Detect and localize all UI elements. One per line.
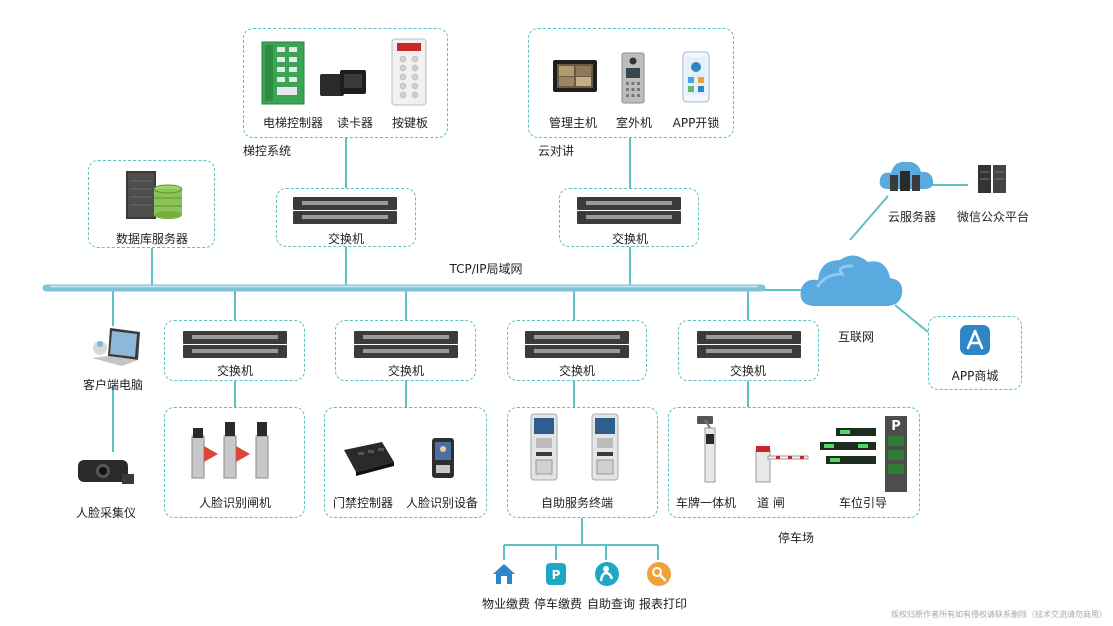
cloud-server-icon (879, 161, 934, 191)
parking-guide-sign-icon (820, 428, 876, 464)
card-reader-icon (320, 70, 366, 96)
client-pc-label: 客户端电脑 (82, 378, 144, 392)
report-print-label: 报表打印 (638, 597, 688, 611)
report-print-icon (647, 562, 671, 586)
self-service-kiosk-icon (591, 413, 619, 481)
plate-camera-icon (697, 416, 716, 483)
laptop-icon (92, 328, 140, 366)
app-store-label: APP商城 (951, 369, 999, 383)
face-gate-label: 人脸识别闸机 (198, 496, 272, 510)
outdoor-unit-icon (621, 52, 645, 104)
internet-label: 互联网 (837, 330, 875, 344)
switch-label: 交换机 (558, 364, 596, 378)
parking-fee-label: 停车缴费 (533, 597, 583, 611)
face-recognition-device-icon (432, 438, 454, 478)
property-fee-label: 物业缴费 (481, 597, 531, 611)
parking-p-sign-icon: P (885, 416, 907, 492)
barrier-label: 道 闸 (757, 496, 785, 510)
parking-lot-title: 停车场 (777, 531, 815, 545)
phone-app-icon (682, 51, 710, 103)
network-switch-icon (293, 197, 397, 224)
network-switch-icon (354, 331, 458, 358)
elevator-system-title: 梯控系统 (243, 144, 292, 158)
face-gate-turnstile-icon (191, 422, 269, 479)
network-switch-icon (577, 197, 681, 224)
svg-text:P: P (552, 568, 561, 582)
card-reader-label: 读卡器 (336, 116, 374, 130)
keypad-icon (391, 38, 427, 106)
network-switch-icon (183, 331, 287, 358)
plate-camera-label: 车牌一体机 (675, 496, 737, 510)
wechat-platform-label: 微信公众平台 (956, 210, 1030, 224)
outdoor-unit-label: 室外机 (615, 116, 653, 130)
elevator-controller-label: 电梯控制器 (262, 116, 324, 130)
self-service-kiosk-icon (530, 413, 558, 481)
self-query-icon (595, 562, 619, 586)
face-capture-camera-icon (78, 460, 134, 484)
property-fee-icon (493, 564, 515, 584)
switch-label: 交换机 (387, 364, 425, 378)
management-host-label: 管理主机 (548, 116, 598, 130)
self-query-label: 自助查询 (586, 597, 636, 611)
switch-label: 交换机 (611, 232, 649, 246)
switch-label: 交换机 (327, 232, 365, 246)
elevator-controller-board-icon (261, 41, 305, 105)
barrier-gate-icon (755, 446, 809, 483)
parking-fee-icon: P (546, 563, 566, 585)
watermark-text: 版权归原作者所有如有侵权请联系删除（技术交流请勿商用） (891, 610, 1107, 619)
database-server-icon (126, 171, 183, 219)
db-server-label: 数据库服务器 (115, 232, 189, 246)
app-unlock-label: APP开锁 (672, 116, 720, 130)
cloud-server-label: 云服务器 (887, 210, 937, 224)
management-host-icon (553, 60, 597, 92)
network-switch-icon (525, 331, 629, 358)
svg-text:P: P (891, 419, 901, 434)
switch-label: 交换机 (729, 364, 767, 378)
access-controller-icon (344, 442, 394, 476)
keypad-label: 按键板 (391, 116, 429, 130)
parking-guide-label: 车位引导 (838, 496, 888, 510)
network-switch-icon (697, 331, 801, 358)
switch-label: 交换机 (216, 364, 254, 378)
access-controller-label: 门禁控制器 (332, 496, 394, 510)
internet-cloud-icon (800, 255, 903, 306)
cloud-intercom-title: 云对讲 (538, 144, 575, 158)
face-device-label: 人脸识别设备 (405, 496, 479, 510)
lan-label: TCP/IP局域网 (449, 262, 523, 276)
app-store-icon (960, 325, 990, 355)
wechat-platform-server-icon (978, 165, 1006, 193)
face-capture-label: 人脸采集仪 (75, 506, 137, 520)
self-service-label: 自助服务终端 (540, 496, 614, 510)
